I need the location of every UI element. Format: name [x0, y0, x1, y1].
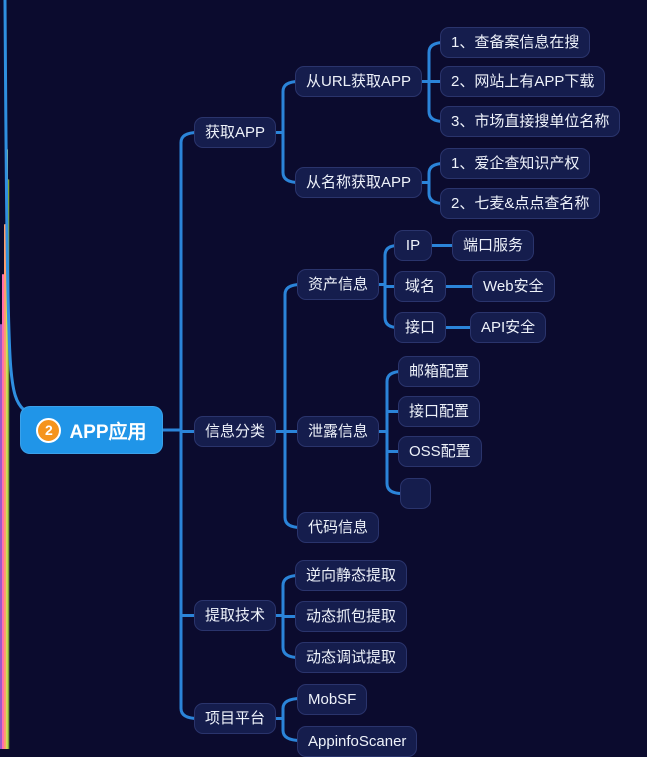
leaf-market-unit-name-search[interactable]: 3、市场直接搜单位名称: [440, 106, 621, 137]
leaf-oss-config[interactable]: OSS配置: [398, 436, 482, 467]
branch-project-platform[interactable]: 项目平台: [194, 703, 277, 734]
branch-acquire-app[interactable]: 获取APP: [194, 117, 277, 148]
edge-line-blue: [3, 0, 26, 412]
leaf-website-app-download[interactable]: 2、网站上有APP下载: [440, 66, 606, 97]
link-classify-trunk: [283, 283, 303, 529]
link-acquire-trunk: [281, 80, 301, 184]
node-acquire-from-name[interactable]: 从名称获取APP: [295, 167, 423, 198]
leaf-web-security[interactable]: Web安全: [472, 271, 555, 302]
leaf-dynamic-debug-extract[interactable]: 动态调试提取: [295, 642, 408, 673]
link-platform-trunk: [281, 697, 303, 742]
leaf-dynamic-capture-extract[interactable]: 动态抓包提取: [295, 601, 408, 632]
node-domain[interactable]: 域名: [394, 271, 446, 302]
leaf-api-security[interactable]: API安全: [470, 312, 547, 343]
leaf-empty-topic[interactable]: [400, 478, 431, 509]
leaf-port-service[interactable]: 端口服务: [452, 230, 535, 261]
leaf-mail-config[interactable]: 邮箱配置: [398, 356, 481, 387]
link-from-name-trunk: [427, 162, 446, 205]
link-root-trunk: [179, 131, 200, 720]
central-topic-label: APP应用: [69, 421, 147, 443]
leaf-interface-config[interactable]: 接口配置: [398, 396, 481, 427]
leaf-mobsf[interactable]: MobSF: [297, 684, 368, 715]
leaf-reverse-static-extract[interactable]: 逆向静态提取: [295, 560, 408, 591]
node-ip[interactable]: IP: [394, 230, 432, 261]
leaf-qimai-diandian-search[interactable]: 2、七麦&点点查名称: [440, 188, 601, 219]
leaf-icp-record-search[interactable]: 1、查备案信息在搜: [440, 27, 591, 58]
central-topic[interactable]: 2 APP应用: [20, 406, 163, 454]
link-leak-trunk: [385, 370, 404, 495]
branch-extract-tech[interactable]: 提取技术: [194, 600, 277, 631]
node-api-interface[interactable]: 接口: [394, 312, 446, 343]
node-acquire-from-url[interactable]: 从URL获取APP: [295, 66, 423, 97]
node-asset-info[interactable]: 资产信息: [297, 269, 380, 300]
leaf-appinfoscaner[interactable]: AppinfoScaner: [297, 726, 418, 757]
numbered-badge: 2: [36, 417, 62, 443]
leaf-aiqicha-ip-rights[interactable]: 1、爱企查知识产权: [440, 148, 591, 179]
node-leak-info[interactable]: 泄露信息: [297, 416, 380, 447]
branch-info-classify[interactable]: 信息分类: [194, 416, 277, 447]
node-code-info[interactable]: 代码信息: [297, 512, 380, 543]
